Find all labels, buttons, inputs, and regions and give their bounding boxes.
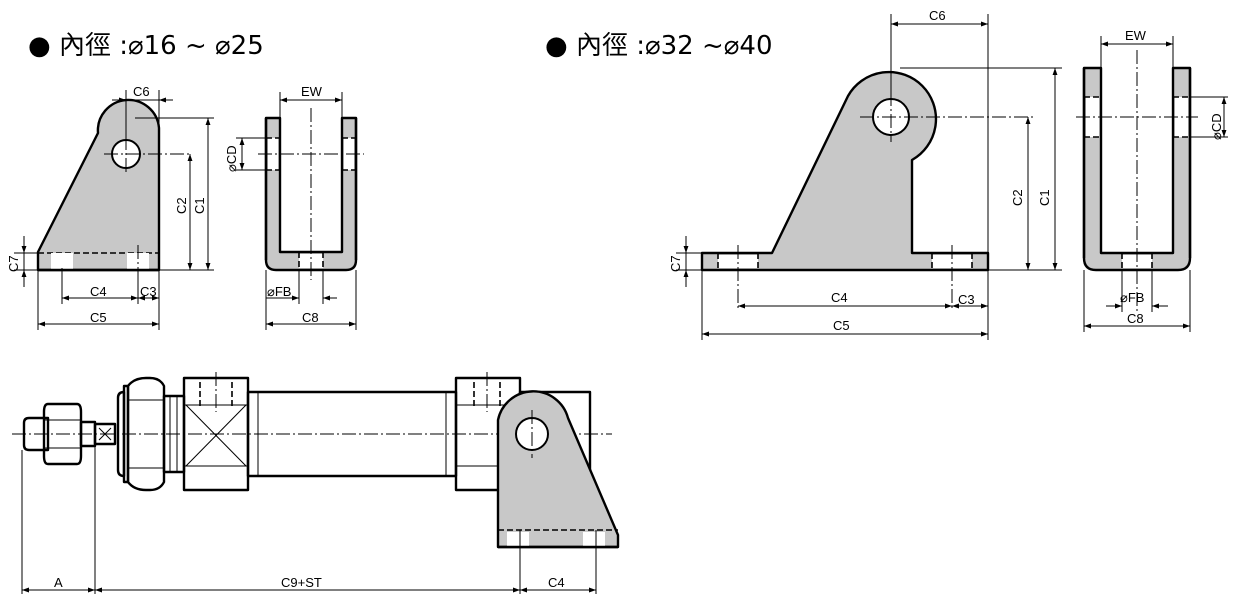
dim-label-c3-large: C3 [958,292,975,307]
large-bracket-side-view [700,70,1034,310]
small-side-dimensions: C6 C2 C1 C7 C4 C3 C5 [6,84,214,330]
dim-label-c6-large: C6 [929,8,946,23]
dim-label-c2-large: C2 [1010,189,1025,206]
dim-label-ew-large: EW [1125,28,1147,43]
cylinder-assembly-view [12,372,620,549]
dim-label-c3: C3 [140,284,157,299]
dim-label-c8-large: C8 [1127,311,1144,326]
dim-label-a: A [54,575,63,590]
rod-wrench-flat [93,422,117,446]
dim-label-cd-small: ⌀CD [224,145,239,172]
dim-label-fb-large: ⌀FB [1120,290,1144,305]
dim-label-ew-small: EW [301,84,323,99]
title-bore-16-25: ● 內徑 :⌀16 ~ ⌀25 [28,31,264,61]
rod-nut [42,402,83,466]
dim-label-c1: C1 [192,197,207,214]
front-hex-nut [126,376,166,492]
dim-label-fb-small: ⌀FB [267,284,291,299]
small-bracket-front-view [258,108,364,280]
dim-label-c4: C4 [90,284,107,299]
dim-label-cd-large: ⌀CD [1209,113,1224,140]
mounted-bracket [496,390,620,549]
title-bore-32-40: ● 內徑 :⌀32 ~⌀40 [545,31,773,61]
large-side-dimensions: C6 C2 C1 C7 C4 C3 C5 [668,8,1062,340]
dim-label-c4-large: C4 [831,290,848,305]
cylinder-dimensions: A C9+ST C4 [21,446,597,594]
rod-thread [22,416,50,452]
dim-label-c4-cylinder: C4 [548,575,565,590]
dim-label-c6: C6 [133,84,150,99]
dim-label-c7-large: C7 [668,255,683,272]
dim-label-c2: C2 [174,197,189,214]
dim-label-c9-st: C9+ST [281,575,322,590]
large-bracket-body [700,70,990,272]
large-bracket-front-view [1076,50,1198,312]
small-front-dimensions: EW ⌀CD ⌀FB C8 [224,84,357,330]
dim-label-c1-large: C1 [1037,189,1052,206]
small-bracket-side-view [36,98,190,280]
dim-label-c7: C7 [6,255,21,272]
small-bracket-body [36,98,161,272]
dim-label-c8-small: C8 [302,310,319,325]
large-front-dimensions: EW ⌀CD ⌀FB C8 [1083,28,1228,332]
dim-label-c5: C5 [90,310,107,325]
large-bracket-u-body [1082,66,1192,272]
dim-label-c5-large: C5 [833,318,850,333]
small-bracket-u-body [264,116,358,272]
